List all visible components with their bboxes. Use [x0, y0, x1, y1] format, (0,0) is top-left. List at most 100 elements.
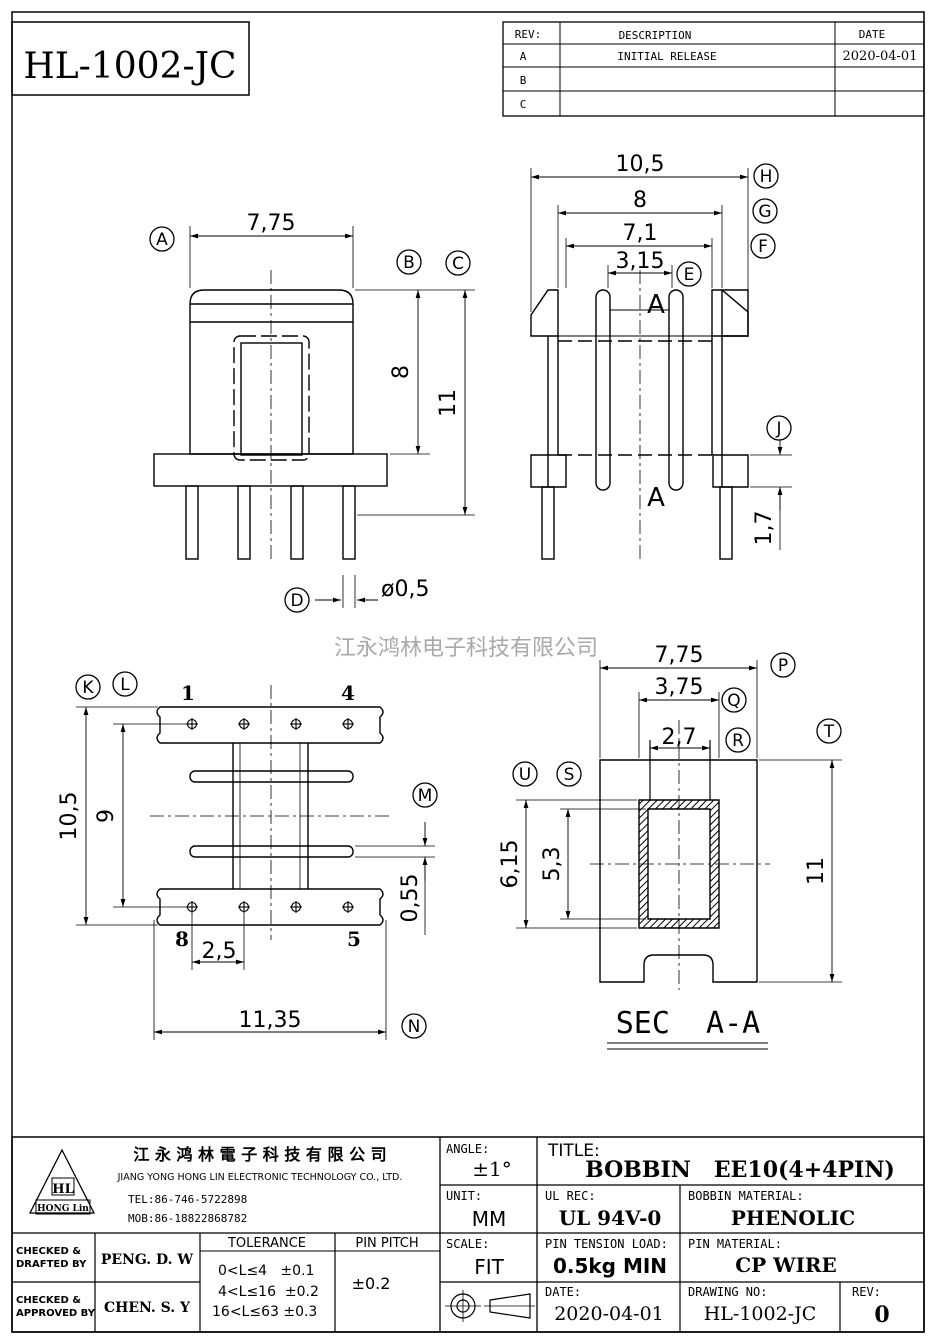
pin-number-8: 8	[175, 927, 189, 951]
logo-text: HL	[52, 1182, 73, 1197]
revision-table: REV: DESCRIPTION DATE A INITIAL RELEASE …	[502, 21, 925, 117]
balloon-l-circle	[112, 671, 138, 697]
unit-value: MM	[472, 1207, 507, 1231]
section-hatched-core	[638, 799, 720, 929]
side-pin-left	[541, 486, 555, 560]
balloon-p-circle	[770, 652, 796, 678]
drawing-no-label: DRAWING NO:	[688, 1285, 767, 1299]
balloon-g-circle	[752, 198, 778, 224]
pin-number-1: 1	[181, 681, 195, 705]
side-left-base	[530, 454, 567, 488]
rev-label: REV:	[852, 1285, 881, 1299]
balloon-j-circle	[766, 415, 792, 441]
dim-side-1-7: 1,7	[752, 511, 777, 546]
ul-value: UL 94V-0	[559, 1206, 662, 1230]
side-view	[530, 168, 792, 560]
rev-a: A	[520, 50, 527, 63]
pin-tension-value: 0.5kg MIN	[553, 1254, 667, 1278]
checked-approved-label-1: CHECKED &	[16, 1295, 81, 1306]
balloon-q-circle	[721, 687, 747, 713]
approved-by-value: CHEN. S. Y	[104, 1300, 191, 1316]
date-header: DATE	[859, 28, 886, 41]
balloon-r: R	[732, 731, 744, 751]
balloon-h: H	[760, 167, 773, 187]
pin-pitch-label: PIN PITCH	[355, 1236, 418, 1251]
section-label: SEC A-A	[616, 1006, 761, 1041]
dim-sec-3-75: 3,75	[655, 675, 704, 700]
ul-label: UL REC:	[545, 1189, 596, 1203]
bobbin-material-label: BOBBIN MATERIAL:	[688, 1189, 804, 1203]
pin-number-4: 4	[341, 681, 355, 705]
section-view-labels: 7,75 3,75 2,7 6,15 5,3 11 SEC A-A	[498, 643, 829, 1041]
projection-symbol	[445, 1290, 535, 1322]
date-value: 2020-04-01	[554, 1303, 664, 1325]
dim-side-3-15: 3,15	[616, 249, 665, 274]
pin-pitch-value: ±0.2	[352, 1274, 391, 1293]
dim-pin-diameter: ø0,5	[381, 577, 429, 602]
dim-bottom-9: 9	[94, 809, 119, 823]
balloon-b: B	[403, 253, 415, 273]
rev-a-date: 2020-04-01	[843, 49, 918, 64]
balloon-e-circle	[676, 261, 702, 287]
watermark: 江永鸿林电子科技有限公司	[334, 636, 598, 661]
balloon-m: M	[418, 786, 433, 806]
balloon-n-circle	[401, 1013, 427, 1039]
pin-tension-label: PIN TENSION LOAD:	[545, 1237, 668, 1251]
dim-front-height-11: 11	[436, 389, 461, 417]
drafted-by-value: PENG. D. W	[101, 1252, 194, 1268]
tolerance-row-2: 4<L≤16 ±0.2	[218, 1284, 319, 1300]
drawing-number-box: HL-1002-JC	[11, 21, 250, 96]
balloon-j: J	[775, 419, 781, 439]
dim-bottom-0-55: 0,55	[398, 874, 423, 923]
balloon-q: Q	[727, 691, 740, 711]
bottom-mid-flange-2	[189, 845, 354, 858]
balloon-u: U	[519, 765, 531, 785]
logo-subtext: HONG Lin	[37, 1204, 89, 1214]
balloon-s-circle	[556, 761, 582, 787]
unit-label: UNIT:	[446, 1189, 482, 1203]
pin-material-label: PIN MATERIAL:	[688, 1237, 782, 1251]
dim-sec-2-7: 2,7	[662, 725, 697, 750]
balloon-a-circle	[149, 226, 175, 252]
rev-a-description: INITIAL RELEASE	[617, 50, 716, 63]
drawing-number: HL-1002-JC	[23, 46, 236, 87]
angle-label: ANGLE:	[446, 1142, 489, 1156]
title-label: TITLE:	[547, 1141, 600, 1161]
rev-b: B	[520, 74, 527, 87]
front-base	[153, 453, 388, 487]
balloon-a: A	[156, 230, 168, 250]
dim-side-7-1: 7,1	[623, 221, 658, 246]
title-block-text: 江 永 鸿 林 電 子 科 技 有 限 公 司 JIANG YONG HONG …	[16, 1141, 895, 1328]
front-view-labels: 7,75 8 11 ø0,5	[247, 211, 461, 602]
scale-label: SCALE:	[446, 1237, 489, 1251]
bottom-view-labels: 1 4 8 5 10,5 9 0,55 2,5 11,35	[57, 681, 423, 1033]
front-pin-1	[185, 485, 199, 560]
dim-side-10-5: 10,5	[616, 152, 665, 177]
title-block	[11, 1136, 925, 1333]
section-mark-top: A	[647, 290, 665, 320]
dim-front-height-8: 8	[389, 365, 414, 379]
balloon-k-circle	[75, 674, 101, 700]
pin-number-5: 5	[347, 927, 361, 951]
balloon-l: L	[120, 675, 130, 695]
balloon-d-circle	[284, 587, 310, 613]
drawing-no-value: HL-1002-JC	[704, 1303, 817, 1325]
balloon-p: P	[778, 656, 788, 676]
checked-drafted-label-1: CHECKED &	[16, 1246, 81, 1257]
section-view	[516, 660, 842, 1050]
front-pin-3	[290, 485, 304, 560]
dim-sec-6-15: 6,15	[498, 840, 523, 889]
rev-c: C	[520, 98, 527, 111]
checked-approved-label-2: APPROVED BY	[16, 1308, 96, 1319]
date-label: DATE:	[545, 1285, 581, 1299]
front-view	[153, 226, 475, 608]
side-right-flange-top	[721, 289, 749, 337]
tolerance-row-1: 0<L≤4 ±0.1	[218, 1263, 314, 1279]
balloon-g: G	[758, 202, 771, 222]
side-right-base	[712, 454, 749, 488]
balloon-u-circle	[512, 761, 538, 787]
side-inner-flange-1	[595, 289, 611, 491]
company-logo	[28, 1148, 96, 1214]
